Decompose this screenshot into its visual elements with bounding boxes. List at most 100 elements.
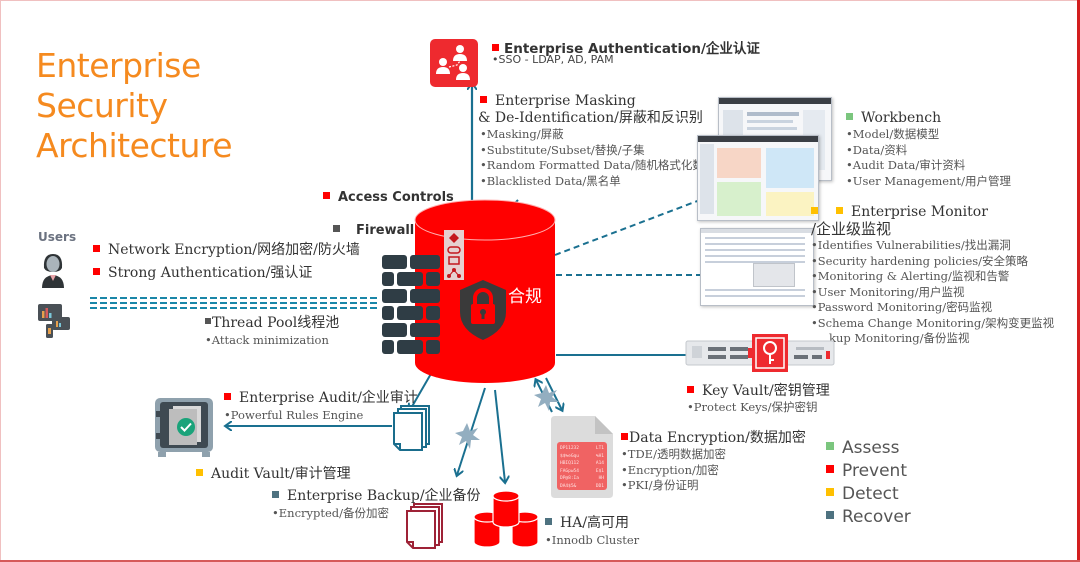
legend-label: Assess bbox=[842, 438, 900, 458]
key-vault-heading-text: Key Vault/密钥管理 bbox=[702, 383, 830, 399]
monitor-item: •Password Monitoring/密码监视 bbox=[811, 300, 993, 314]
recover-bullet bbox=[272, 490, 279, 498]
firewall-bullet bbox=[333, 225, 340, 232]
encryption-item: •Encryption/加密 bbox=[621, 462, 719, 477]
firewall-heading: Firewall bbox=[333, 223, 414, 238]
workbench-heading: Workbench bbox=[846, 110, 941, 127]
audit-vault-heading-text: Audit Vault/审计管理 bbox=[211, 466, 351, 482]
workbench-item: •User Management/用户管理 bbox=[846, 173, 1012, 188]
workbench-screenshot-front bbox=[697, 135, 819, 221]
access-controls-text: Access Controls bbox=[338, 190, 454, 205]
authentication-heading-text: Enterprise Authentication/企业认证 bbox=[504, 41, 760, 57]
legend-label: Detect bbox=[842, 484, 899, 504]
starburst-encryption-icon bbox=[534, 385, 559, 411]
user-person-icon bbox=[42, 254, 64, 288]
authentication-users-icon bbox=[430, 39, 478, 87]
legend: Assess Prevent Detect Recover bbox=[826, 437, 911, 529]
masking-item: •Substitute/Subset/替换/子集 bbox=[480, 142, 645, 157]
masking-heading-line2: & De-Identification/屏蔽和反识别 bbox=[478, 110, 703, 126]
legend-swatch-recover bbox=[826, 511, 834, 519]
legend-swatch-prevent bbox=[826, 465, 834, 473]
monitor-item: •Schema Change Monitoring/架构变更监视 bbox=[811, 315, 1055, 330]
legend-swatch-assess bbox=[826, 442, 834, 450]
arrow-to-audit-logs bbox=[410, 371, 433, 410]
firewall-brick-icon bbox=[382, 255, 440, 354]
monitor-item: •Security hardening policies/安全策略 bbox=[811, 253, 1029, 268]
network-encryption-item: Network Encryption/网络加密/防火墙 bbox=[93, 242, 360, 259]
monitor-heading-text: Enterprise Monitor bbox=[851, 204, 988, 220]
masking-item: •Random Formatted Data/随机格式化数据 bbox=[480, 158, 716, 172]
workbench-item: •Data/资料 bbox=[846, 142, 908, 157]
prevent-bullet bbox=[224, 392, 231, 400]
encryption-heading: Data Encryption/数据加密 bbox=[621, 430, 806, 447]
audit-heading: Enterprise Audit/企业审计 bbox=[224, 390, 418, 407]
devices-icon bbox=[38, 304, 70, 338]
encryption-heading-text: Data Encryption/数据加密 bbox=[629, 430, 806, 446]
monitor-items: •Identifies Vulnerabilities/找出漏洞 •Securi… bbox=[811, 238, 1054, 347]
ha-item: •Innodb Cluster bbox=[545, 533, 640, 547]
key-vault-heading: Key Vault/密钥管理 bbox=[687, 383, 830, 400]
cipher-text: %H1 bbox=[595, 453, 604, 459]
monitor-screenshot bbox=[700, 228, 814, 306]
shield-lock-icon bbox=[460, 280, 506, 340]
thread-pool-heading: Thread Pool线程池 bbox=[205, 315, 339, 332]
prevent-bullet bbox=[323, 192, 330, 199]
legend-item-recover: Recover bbox=[826, 506, 911, 529]
workbench-item: •Audit Data/审计资料 bbox=[846, 158, 966, 172]
backup-heading: Enterprise Backup/企业备份 bbox=[272, 488, 481, 505]
cipher-text: HH bbox=[598, 476, 604, 482]
encryption-item: •TDE/透明数据加密 bbox=[621, 447, 726, 461]
authentication-item: •SSO - LDAP, AD, PAM bbox=[492, 53, 614, 66]
monitor-item: •User Monitoring/用户监视 bbox=[811, 284, 965, 299]
detect-bullet bbox=[196, 468, 203, 476]
legend-item-assess: Assess bbox=[826, 437, 911, 460]
assess-bullet bbox=[846, 112, 853, 120]
monitor-heading-line2: /企业级监视 bbox=[811, 220, 892, 238]
ha-heading-text: HA/高可用 bbox=[560, 515, 630, 531]
legend-swatch-detect bbox=[826, 488, 834, 496]
key-vault-appliance-icon bbox=[685, 334, 835, 372]
masking-heading-line1: Enterprise Masking bbox=[480, 93, 636, 110]
starburst-backup-icon bbox=[455, 423, 480, 449]
audit-heading-text: Enterprise Audit/企业审计 bbox=[239, 390, 418, 406]
cipher-text: A14 bbox=[595, 461, 604, 467]
thread-pool-text: Thread Pool线程池 bbox=[212, 315, 340, 331]
cipher-text: E$1 bbox=[595, 468, 604, 474]
masking-items: •Masking/屏蔽 •Substitute/Subset/替换/子集 •Ra… bbox=[480, 127, 715, 189]
network-dashed-lines bbox=[90, 297, 380, 309]
legend-label: Recover bbox=[842, 507, 911, 527]
cipher-text: DD1 bbox=[595, 483, 604, 489]
encryption-item: •PKI/身份证明 bbox=[621, 478, 699, 492]
title-line-2: Security bbox=[36, 86, 168, 125]
strong-authentication-text: Strong Authentication/强认证 bbox=[108, 265, 313, 281]
thread-pool-item: •Attack minimization bbox=[205, 333, 329, 347]
workbench-items: •Model/数据模型 •Data/资料 •Audit Data/审计资料 •U… bbox=[846, 127, 1011, 189]
legend-item-prevent: Prevent bbox=[826, 460, 911, 483]
slide-border-top bbox=[0, 0, 1080, 1]
workbench-item: •Model/数据模型 bbox=[846, 127, 940, 141]
audit-vault-heading: Audit Vault/审计管理 bbox=[196, 466, 351, 483]
audit-item: •Powerful Rules Engine bbox=[224, 408, 364, 422]
monitor-item: •Monitoring & Alerting/监视和告警 bbox=[811, 269, 1010, 283]
arrow-to-ha bbox=[494, 389, 505, 482]
masking-icon bbox=[444, 230, 464, 280]
thread-pool-bullet bbox=[205, 318, 211, 324]
workbench-heading-text: Workbench bbox=[861, 110, 942, 126]
legend-item-detect: Detect bbox=[826, 483, 911, 506]
backup-files-icon bbox=[406, 503, 443, 549]
recover-bullet bbox=[545, 517, 552, 525]
access-controls-heading: Access Controls bbox=[323, 190, 454, 205]
key-vault-item: •Protect Keys/保护密钥 bbox=[687, 400, 818, 414]
backup-heading-text: Enterprise Backup/企业备份 bbox=[287, 488, 481, 504]
cipher-text: DA4$5& bbox=[560, 483, 577, 489]
cipher-text: LT1 bbox=[595, 446, 604, 451]
cipher-text: FAGpw54 bbox=[560, 468, 579, 474]
legend-label: Prevent bbox=[842, 461, 907, 481]
authentication-heading: Enterprise Authentication/企业认证 bbox=[492, 37, 760, 57]
network-encryption-text: Network Encryption/网络加密/防火墙 bbox=[108, 242, 360, 258]
monitor-item: •Identifies Vulnerabilities/找出漏洞 bbox=[811, 238, 1011, 252]
slide-border-left bbox=[0, 0, 1, 562]
